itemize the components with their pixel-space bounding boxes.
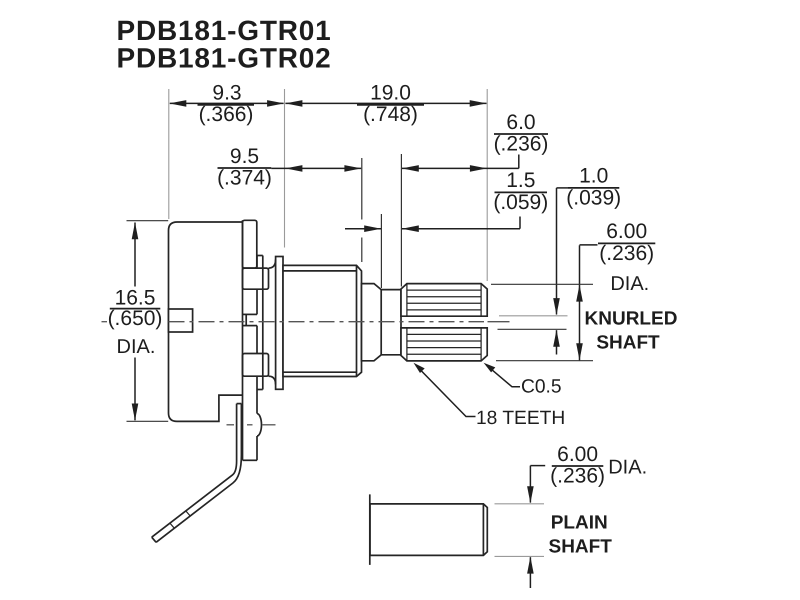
svg-text:PLAIN: PLAIN [551, 512, 608, 533]
svg-text:18 TEETH: 18 TEETH [476, 408, 565, 429]
svg-text:SHAFT: SHAFT [596, 333, 660, 354]
svg-text:(.374): (.374) [217, 167, 272, 190]
svg-text:(.236): (.236) [550, 465, 605, 488]
svg-text:1.0: 1.0 [579, 165, 608, 188]
svg-text:KNURLED: KNURLED [585, 309, 678, 330]
svg-text:(.748): (.748) [363, 103, 418, 126]
svg-text:(.650): (.650) [108, 307, 163, 330]
svg-text:19.0: 19.0 [370, 81, 411, 104]
svg-text:DIA.: DIA. [608, 457, 647, 479]
svg-text:PDB181-GTR02: PDB181-GTR02 [117, 43, 332, 74]
svg-text:6.00: 6.00 [557, 443, 598, 466]
svg-text:9.3: 9.3 [212, 81, 241, 104]
svg-text:DIA.: DIA. [610, 273, 649, 295]
svg-text:C0.5: C0.5 [521, 376, 562, 397]
svg-text:6.0: 6.0 [506, 111, 535, 134]
svg-text:(.236): (.236) [599, 242, 654, 265]
svg-text:6.00: 6.00 [606, 220, 647, 243]
svg-text:(.236): (.236) [494, 133, 549, 156]
svg-text:(.366): (.366) [199, 103, 254, 126]
svg-text:PDB181-GTR01: PDB181-GTR01 [117, 15, 332, 46]
svg-text:DIA.: DIA. [117, 336, 156, 358]
svg-text:(.059): (.059) [493, 191, 548, 214]
svg-text:(.039): (.039) [566, 187, 621, 210]
svg-text:9.5: 9.5 [230, 145, 259, 168]
svg-text:1.5: 1.5 [506, 169, 535, 192]
svg-text:16.5: 16.5 [115, 287, 156, 310]
svg-text:SHAFT: SHAFT [549, 536, 613, 557]
